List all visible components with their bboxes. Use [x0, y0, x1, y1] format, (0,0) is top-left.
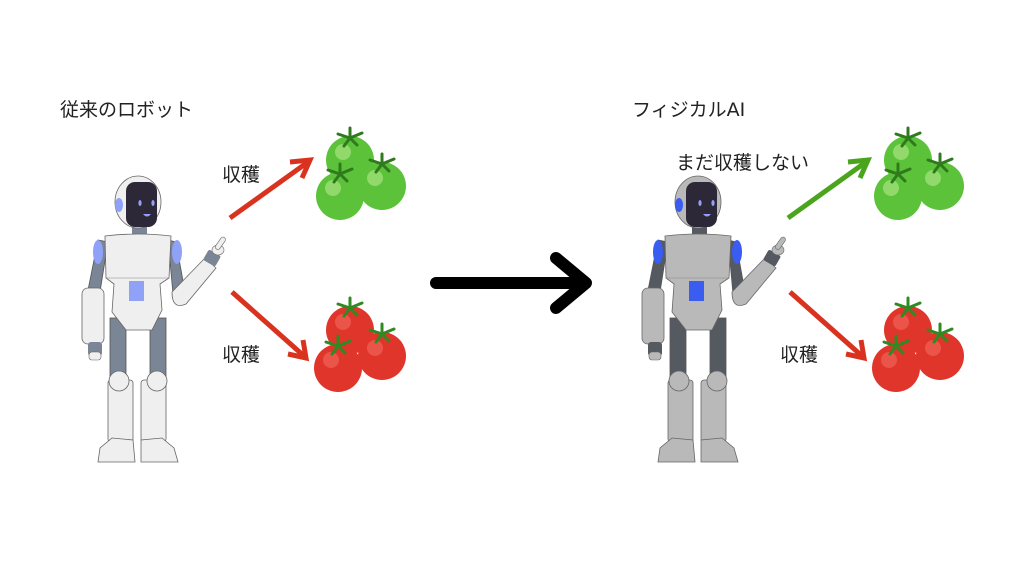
transition-arrow	[430, 252, 592, 314]
ripe-tomatoes-left	[312, 296, 408, 394]
unripe-tomatoes-left	[314, 126, 408, 222]
no-harvest-arrow-right	[786, 157, 873, 221]
physical-ai-title: フィジカルAI	[632, 99, 746, 121]
unripe-tomatoes-right	[872, 126, 966, 222]
ripe-tomatoes-right	[870, 296, 966, 394]
harvest-arrow-bottom-right	[788, 290, 868, 362]
harvest-label-top-left: 収穫	[222, 164, 261, 186]
harvest-label-bottom-left: 収穫	[222, 344, 261, 366]
physical-ai-robot	[641, 175, 787, 463]
not-harvest-label: まだ収穫しない	[676, 152, 810, 174]
harvest-arrow-bottom-left	[230, 290, 310, 362]
harvest-arrow-top-left	[228, 157, 315, 221]
harvest-label-bottom-right: 収穫	[780, 344, 819, 366]
conventional-robot-title: 従来のロボット	[60, 99, 194, 121]
conventional-robot	[81, 175, 227, 463]
